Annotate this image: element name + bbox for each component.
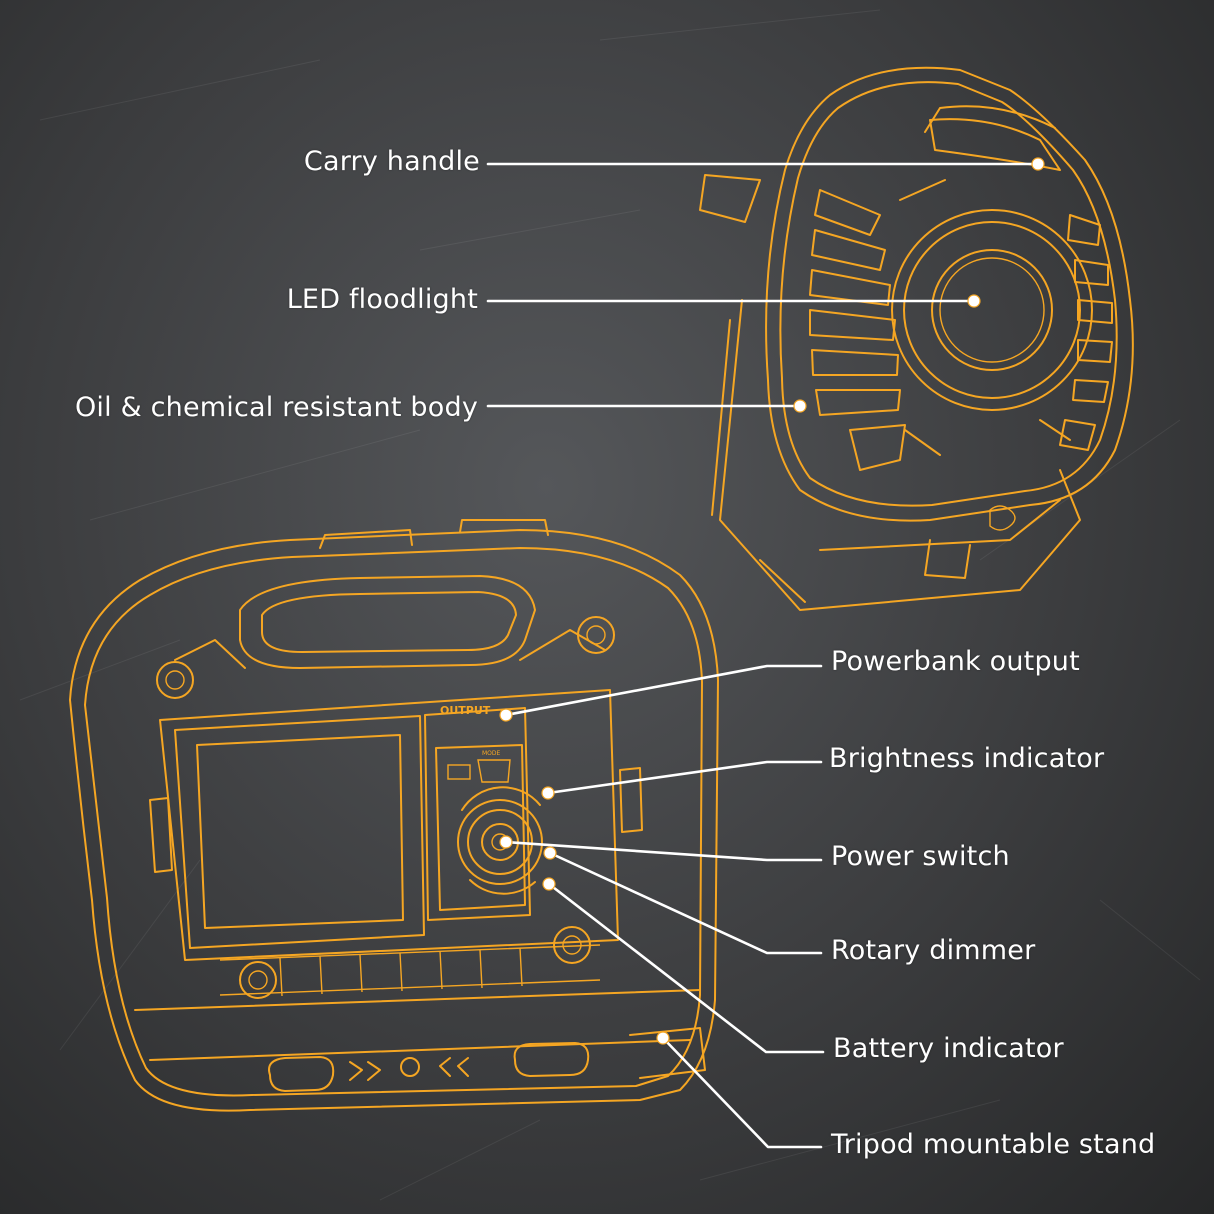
body-label: Oil & chemical resistant body xyxy=(74,392,478,423)
callout-dots xyxy=(499,157,1045,1045)
leader-powerbank-output xyxy=(504,664,823,717)
callout-lines xyxy=(486,162,1040,1149)
power-switch-label: Power switch xyxy=(831,841,1010,872)
chalkboard-texture xyxy=(19,9,1201,1201)
panel-output-text: OUTPUT xyxy=(440,704,491,717)
battery-indicator-label: Battery indicator xyxy=(833,1033,1064,1064)
led-floodlight-label: LED floodlight xyxy=(286,284,478,315)
powerbank-drawing xyxy=(69,519,719,1112)
brightness-indicator-label: Brightness indicator xyxy=(829,743,1105,774)
leader-power-switch xyxy=(504,840,823,862)
leader-brightness-indicator xyxy=(546,760,823,795)
panel-mode-text: MODE xyxy=(482,750,501,757)
carry-handle-label: Carry handle xyxy=(303,146,480,177)
leader-battery-indicator xyxy=(547,882,825,1054)
powerbank-output-label: Powerbank output xyxy=(831,646,1080,677)
floodlight-drawing xyxy=(699,66,1134,611)
leader-rotary-dimmer xyxy=(548,851,823,955)
rotary-dimmer-label: Rotary dimmer xyxy=(831,935,1036,966)
leader-tripod-stand xyxy=(661,1036,823,1149)
tripod-stand-label: Tripod mountable stand xyxy=(831,1129,1156,1160)
